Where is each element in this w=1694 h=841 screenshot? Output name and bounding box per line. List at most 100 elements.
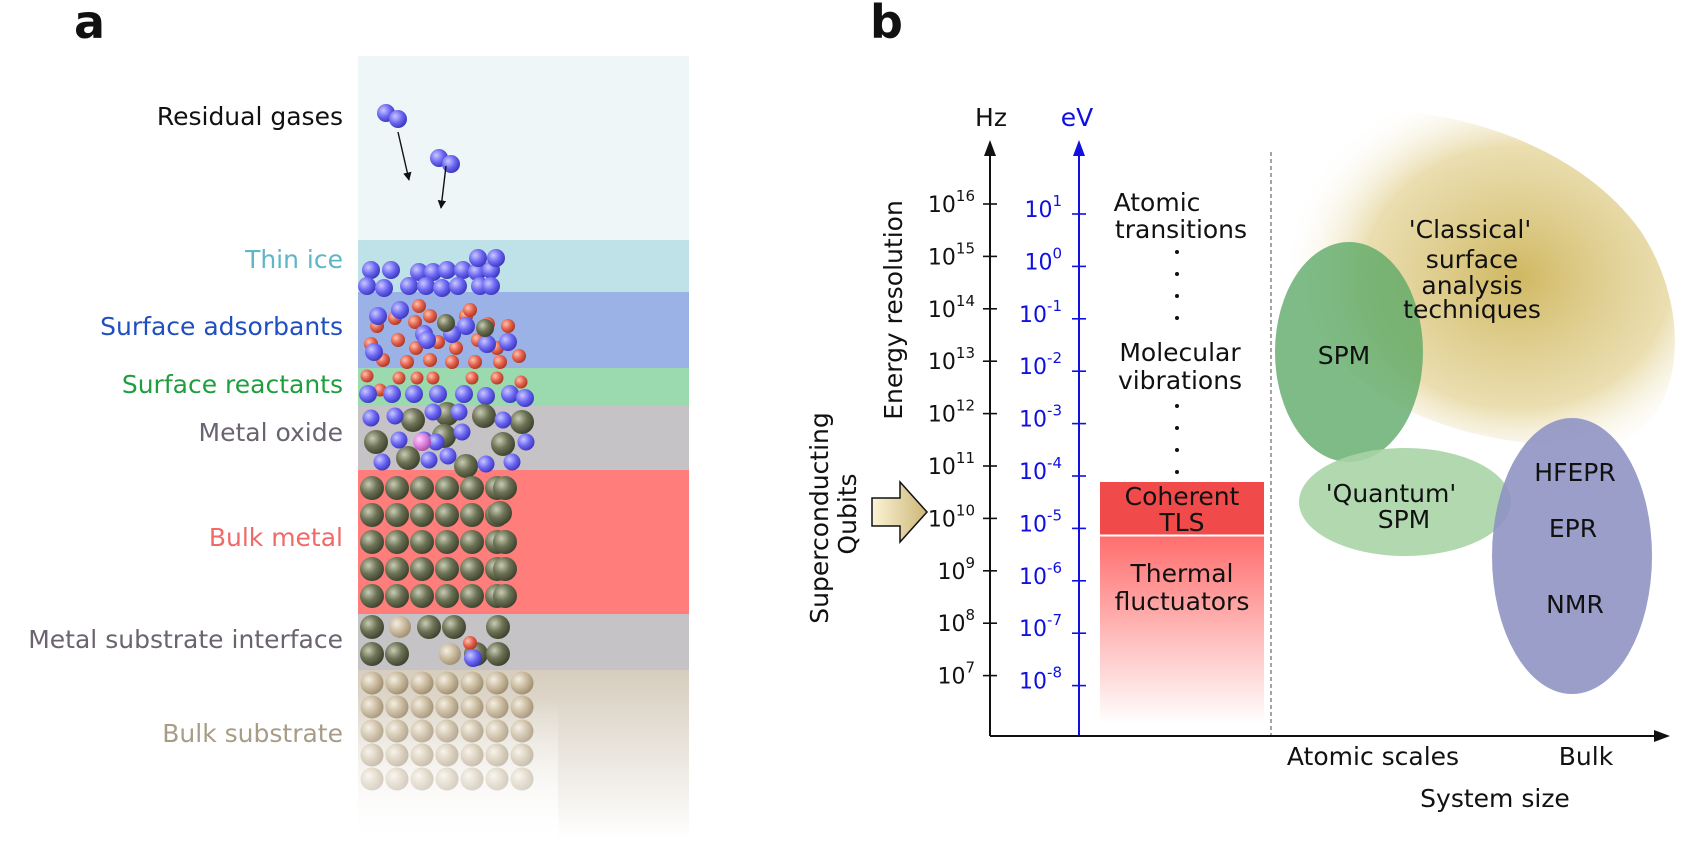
oxide-atom <box>401 408 425 432</box>
nmr-label: NMR <box>1546 590 1604 619</box>
oxide-atom <box>396 446 420 470</box>
bulk-metal-atom <box>410 503 434 527</box>
layer-band-iface <box>358 614 689 670</box>
reactant-atom <box>455 385 473 403</box>
ev-tick-label: 10-7 <box>1019 611 1062 642</box>
layer-label-bulk: Bulk metal <box>209 523 343 552</box>
adsorbant-atom <box>423 309 437 323</box>
ice-molecule-atom <box>469 249 487 267</box>
ellipsis-dots <box>1175 250 1179 474</box>
adsorbant-atom <box>501 319 515 333</box>
oxide-atom <box>364 430 388 454</box>
ice-molecule-atom <box>400 277 418 295</box>
thermal-label-2: fluctuators <box>1115 587 1250 616</box>
ice-molecule-atom <box>438 261 456 279</box>
qubits-label-2: Qubits <box>833 473 862 554</box>
ice-molecule-atom <box>382 261 400 279</box>
hz-unit-label: Hz <box>975 103 1007 132</box>
oxide-atom <box>494 411 512 429</box>
layer-label-sub: Bulk substrate <box>162 719 343 748</box>
hfepr-label: HFEPR <box>1534 458 1615 487</box>
bulk-metal-atom <box>460 503 484 527</box>
hz-tick-label: 1010 <box>928 501 975 532</box>
atomic-label-2: transitions <box>1115 215 1247 244</box>
layer-band-gas <box>358 56 689 240</box>
adsorbant-atom <box>445 355 459 369</box>
bulk-metal-atom <box>385 530 409 554</box>
reactant-atom <box>359 385 377 403</box>
interface-atom <box>360 642 384 666</box>
ice-molecule-atom <box>417 277 435 295</box>
classical-label-3: analysis <box>1421 271 1522 300</box>
panel-b: b 1016101510141013101210111010109108107 … <box>805 0 1675 813</box>
oxide-atom <box>517 433 535 451</box>
ice-molecule-atom <box>482 277 500 295</box>
hz-tick-label: 1014 <box>928 292 975 323</box>
hz-tick-label: 1015 <box>928 239 975 270</box>
oxide-atom <box>420 451 438 469</box>
ev-tick-label: 10-5 <box>1019 506 1062 537</box>
adsorbant-atom <box>499 333 517 351</box>
hz-axis-arrow <box>984 140 996 156</box>
ice-molecule-atom <box>424 263 442 281</box>
coherent-label-2: TLS <box>1158 508 1204 537</box>
x-axis-arrow <box>1654 730 1670 742</box>
bulk-metal-atom <box>488 501 512 525</box>
ev-tick-label: 100 <box>1024 244 1062 275</box>
adsorbant-atom <box>478 335 496 353</box>
adsorbant-atom <box>463 303 477 317</box>
reactant-atom <box>426 371 440 385</box>
bulk-metal-atom <box>460 584 484 608</box>
panel-a-letter: a <box>74 0 105 49</box>
reactant-atom <box>477 387 495 405</box>
ev-tick-label: 10-2 <box>1019 349 1062 380</box>
bulk-metal-atom <box>360 476 384 500</box>
layer-label-react: Surface reactants <box>122 370 343 399</box>
ev-tick-label: 10-1 <box>1019 297 1062 328</box>
hz-tick-label: 1012 <box>928 397 975 428</box>
hz-tick-label: 1013 <box>928 344 975 375</box>
hz-tick-label: 1016 <box>928 187 975 218</box>
oxide-atom <box>491 432 515 456</box>
substrate-atom <box>485 671 509 695</box>
reactant-atom <box>490 371 504 385</box>
spm-region <box>1275 242 1423 462</box>
bulk-metal-atom <box>385 476 409 500</box>
ev-axis-arrow <box>1073 140 1085 156</box>
ev-unit-label: eV <box>1061 103 1093 132</box>
layer-label-oxide: Metal oxide <box>199 418 343 447</box>
adsorbant-atom <box>408 315 422 329</box>
qubits-label-1: Superconducting <box>805 412 834 624</box>
substrate-atom <box>435 671 459 695</box>
bulk-metal-atom <box>360 557 384 581</box>
bulk-metal-atom <box>410 530 434 554</box>
adsorbant-atom <box>437 314 455 332</box>
ice-molecule-atom <box>410 263 428 281</box>
adsorbant-atom <box>512 349 526 363</box>
oxide-atom <box>472 404 496 428</box>
oxide-atom <box>439 447 457 465</box>
ice-molecule-atom <box>358 277 376 295</box>
ev-tick-label: 101 <box>1024 192 1062 223</box>
layer-label-ads: Surface adsorbants <box>100 312 343 341</box>
substrate-atom <box>385 671 409 695</box>
oxide-atom <box>510 410 534 434</box>
quantum-spm-label-2: SPM <box>1378 505 1431 534</box>
spm-label: SPM <box>1318 341 1371 370</box>
adsorbant-atom <box>476 319 494 337</box>
oxide-atom <box>453 423 471 441</box>
hz-tick-label: 109 <box>937 554 975 585</box>
interface-atom <box>389 616 411 638</box>
substrate-atom <box>360 671 384 695</box>
x-tick-atomic: Atomic scales <box>1287 742 1459 771</box>
interface-atom <box>360 615 384 639</box>
gas-arrow-1 <box>397 131 412 181</box>
ev-tick-label: 10-4 <box>1019 454 1062 485</box>
reactant-atom <box>516 389 534 407</box>
adsorbant-atom <box>391 333 405 347</box>
ev-tick-label: 10-3 <box>1019 402 1062 433</box>
reactant-atom <box>392 371 406 385</box>
ice-molecule-atom <box>487 249 505 267</box>
substrate-fade-overlay <box>358 700 558 841</box>
